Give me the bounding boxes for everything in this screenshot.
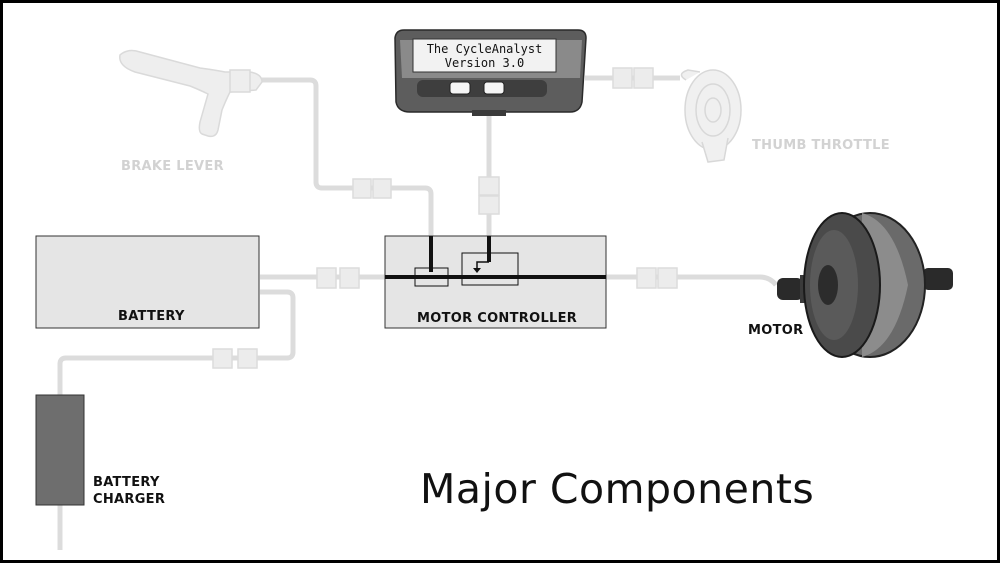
connector-battery-a xyxy=(316,267,337,289)
display-button-left xyxy=(449,81,471,95)
connectors xyxy=(212,67,678,369)
thumb-throttle-icon xyxy=(680,69,742,163)
connector-brake-a xyxy=(352,178,372,199)
battery-box xyxy=(35,235,260,329)
motor-controller xyxy=(384,235,607,329)
motor-hub-icon xyxy=(777,212,953,358)
brake-lever-icon xyxy=(119,49,263,138)
battery-charger-label-line2: CHARGER xyxy=(93,492,166,507)
connector-throttle-b xyxy=(633,67,654,89)
controller-module-left xyxy=(414,267,449,287)
connector-display-b xyxy=(478,195,500,215)
motor-controller-box xyxy=(384,235,607,329)
battery-charger-box xyxy=(35,394,85,506)
charger-wire xyxy=(57,289,296,395)
connector-charger-a xyxy=(212,348,233,369)
brake-lever-label: BRAKE LEVER xyxy=(121,159,224,174)
thumb-throttle-label: THUMB THROTTLE xyxy=(752,138,890,153)
display-button-panel xyxy=(417,80,547,97)
motor-wire xyxy=(606,274,778,287)
display-line-1: The CycleAnalyst xyxy=(427,42,543,56)
connector-throttle-a xyxy=(612,67,633,89)
motor-controller-label: MOTOR CONTROLLER xyxy=(417,311,578,326)
display-screen xyxy=(412,38,557,73)
connector-brake-b xyxy=(372,178,392,199)
connector-motor-a xyxy=(636,267,657,289)
display-button-right xyxy=(483,81,505,95)
display-line-2: Version 3.0 xyxy=(445,56,524,70)
connector-battery-b xyxy=(339,267,360,289)
connector-motor-b xyxy=(657,267,678,289)
cycleanalyst-display: The CycleAnalyst Version 3.0 xyxy=(394,29,587,116)
connector-display-a xyxy=(478,176,500,196)
battery-label: BATTERY xyxy=(118,309,185,324)
diagram-title: Major Components xyxy=(420,465,815,513)
brake-wire xyxy=(258,77,434,236)
motor-label: MOTOR xyxy=(748,323,804,338)
connector-charger-b xyxy=(237,348,258,369)
battery-charger-label-line1: BATTERY xyxy=(93,475,160,490)
controller-module-right xyxy=(461,252,519,286)
